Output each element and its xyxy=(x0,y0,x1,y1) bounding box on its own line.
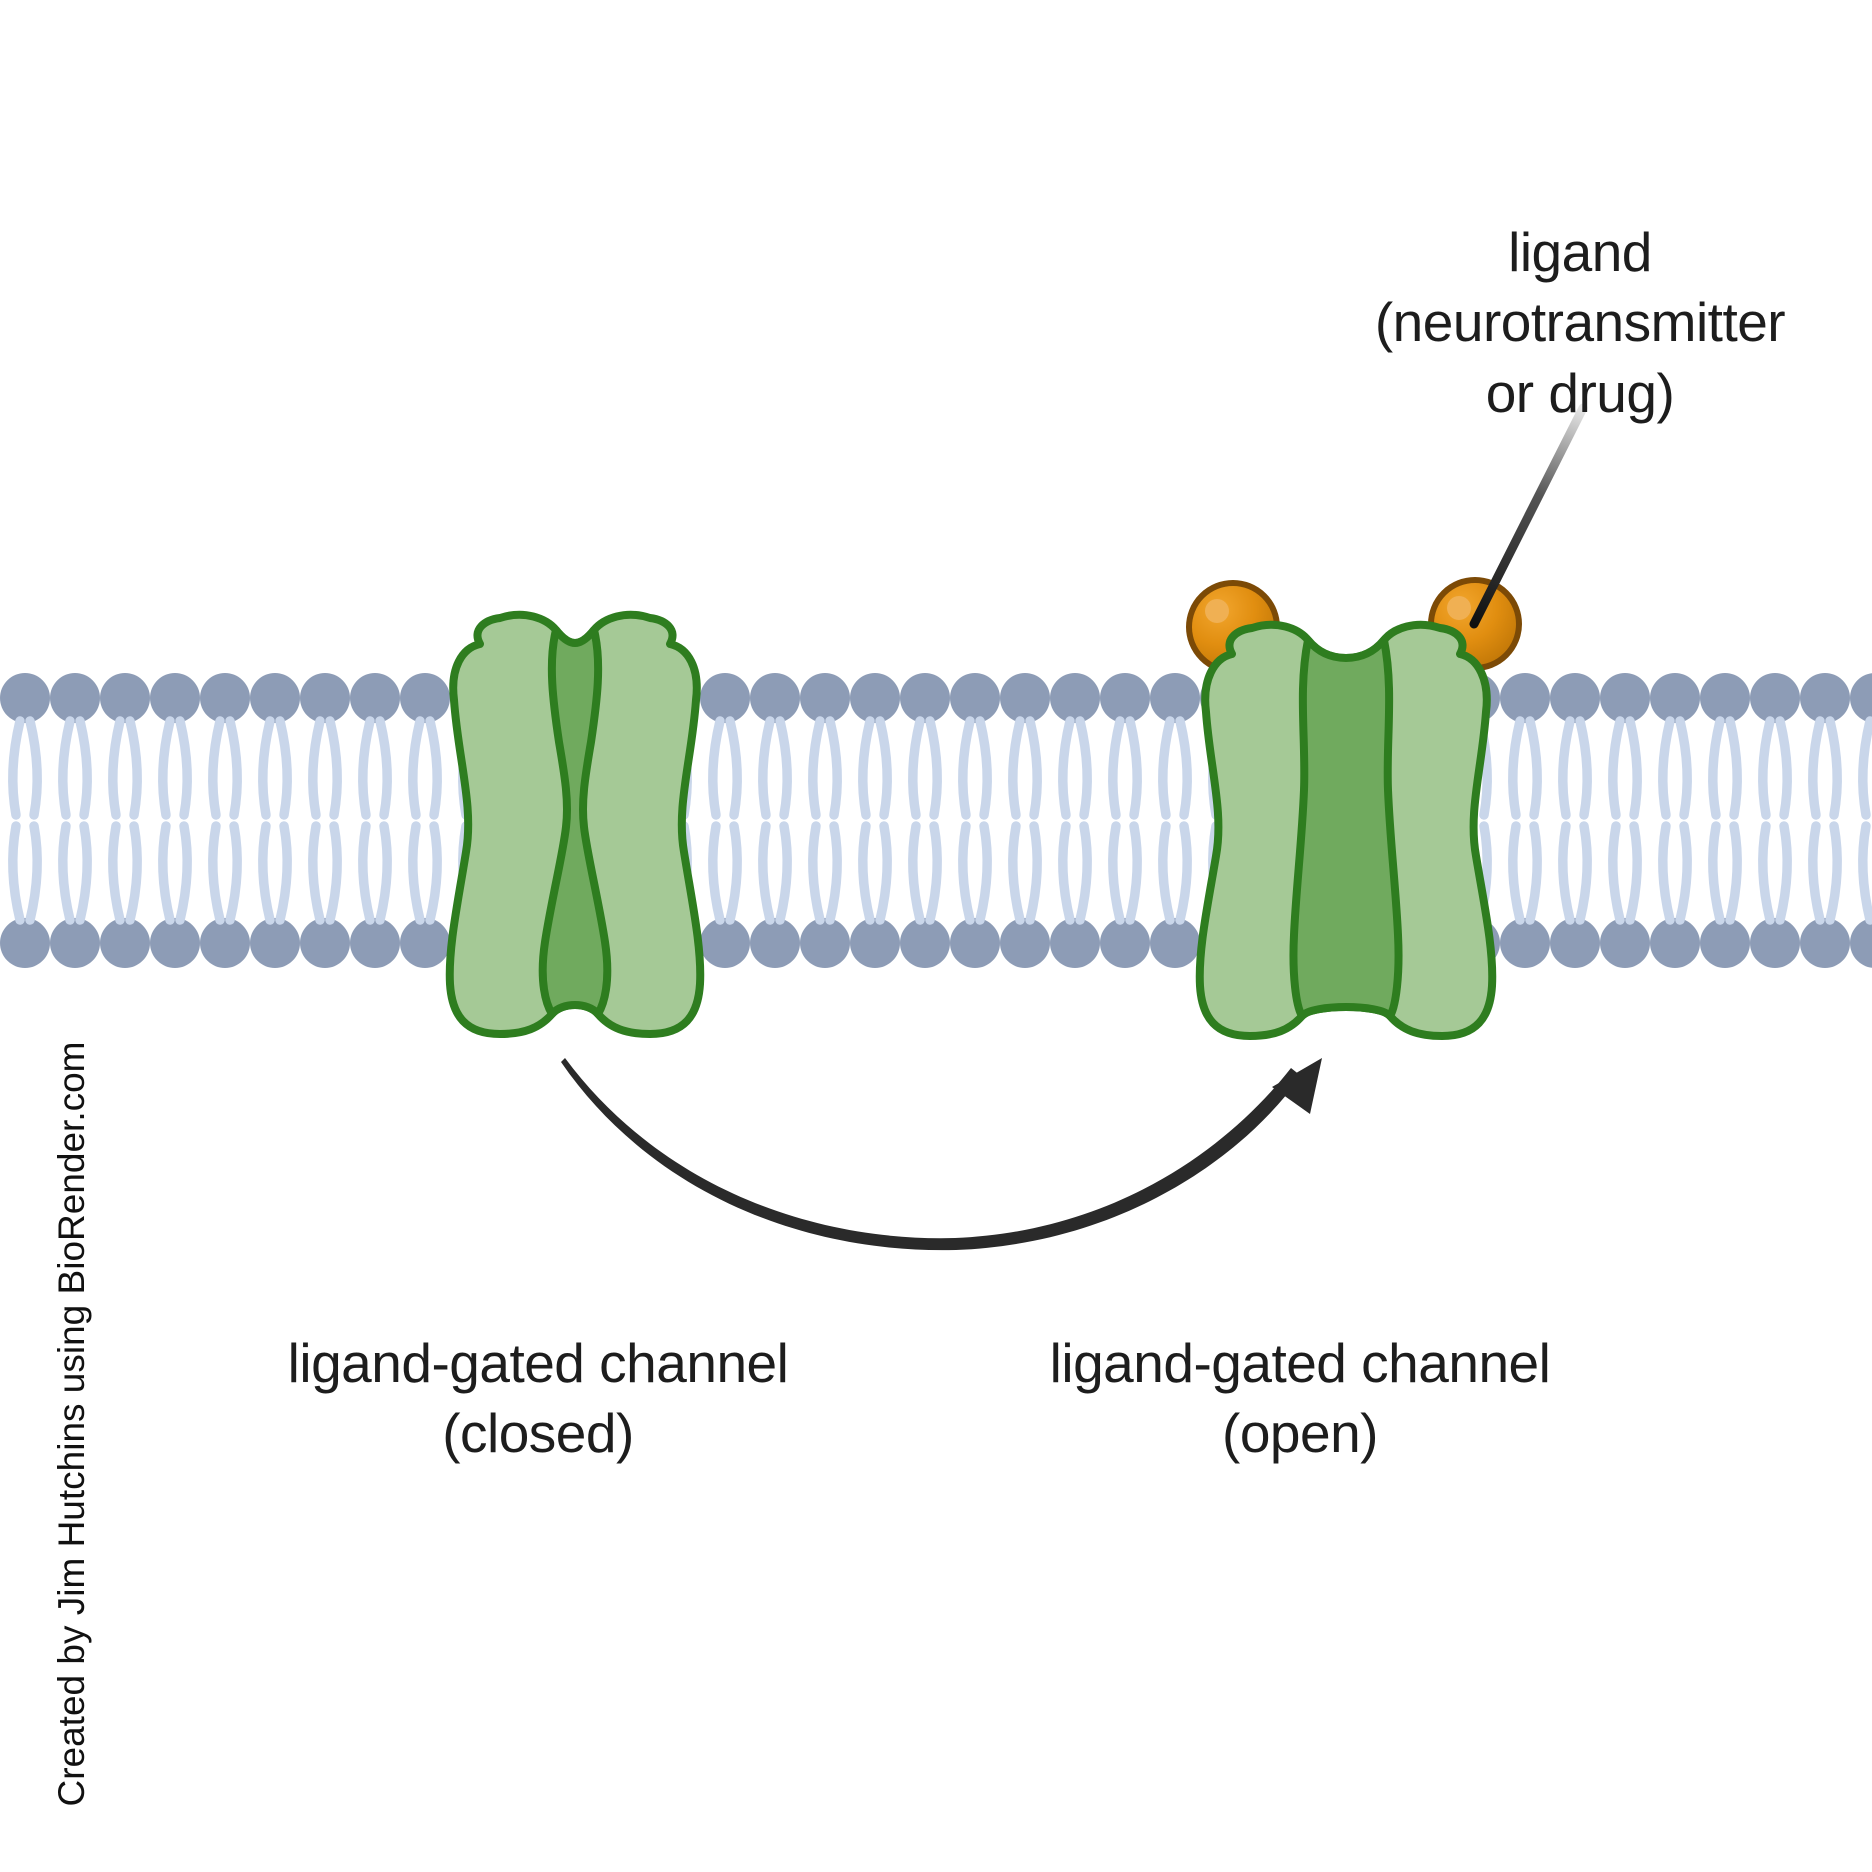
closed-channel xyxy=(445,610,705,1038)
arrowhead-icon xyxy=(1272,1058,1322,1114)
open-channel-label: ligand-gated channel (open) xyxy=(1050,1328,1551,1469)
phospholipid-bilayer xyxy=(0,673,1872,968)
open-channel-pore xyxy=(1289,636,1403,1020)
open-channel xyxy=(1195,620,1497,1040)
ligand-highlight xyxy=(1447,596,1471,620)
transition-arrow xyxy=(561,1058,1322,1251)
open-channel-label-line-1: ligand-gated channel xyxy=(1049,1332,1551,1394)
closed-channel-pore xyxy=(538,626,612,1018)
closed-channel-label-line-1: ligand-gated channel xyxy=(287,1332,789,1394)
attribution-text: Created by Jim Hutchins using BioRender.… xyxy=(51,1041,92,1807)
ligand-pointer-line xyxy=(1469,403,1588,629)
ligand-label: ligand (neurotransmitter or drug) xyxy=(1374,217,1786,428)
ligand-label-line-1: ligand xyxy=(1508,221,1652,283)
closed-channel-label-line-2: (closed) xyxy=(442,1402,634,1465)
ligand-highlight xyxy=(1205,599,1229,623)
ligand-label-line-2: (neurotransmitter xyxy=(1374,291,1786,354)
closed-channel-label: ligand-gated channel (closed) xyxy=(288,1328,789,1469)
open-channel-label-line-2: (open) xyxy=(1222,1402,1378,1465)
ligand-label-line-3: or drug) xyxy=(1485,361,1675,424)
